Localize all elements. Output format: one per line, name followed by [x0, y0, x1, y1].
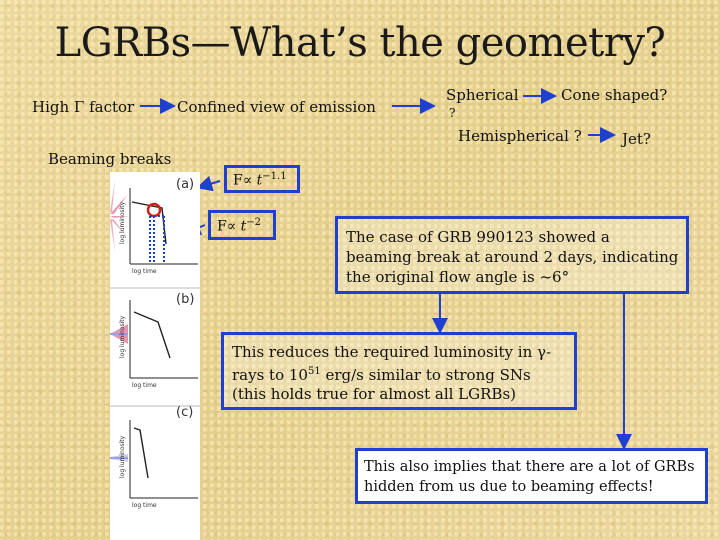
formula-box-post-break: F∝ t−2	[208, 210, 276, 240]
hidden-grbs-box: This also implies that there are a lot o…	[355, 448, 708, 504]
arrow-formula1-to-panel	[200, 181, 220, 187]
grb-case-box: The case of GRB 990123 showed a beaming …	[335, 216, 689, 294]
formula2-exp: −2	[246, 217, 261, 228]
formula-box-pre-break: F∝ t−1.1	[224, 165, 300, 193]
ylabel-a: log luminosity	[119, 201, 126, 244]
ylabel-c: log luminosity	[119, 435, 126, 478]
light-curve-c	[134, 428, 148, 478]
formula1-exp: −1.1	[262, 171, 286, 182]
luminosity-exponent: 51	[308, 366, 321, 377]
luminosity-box: This reduces the required luminosity in …	[221, 332, 577, 410]
light-curve-b	[134, 312, 170, 358]
formula1-prefix: F∝	[233, 173, 257, 189]
panel-label-a: (a)	[176, 177, 194, 192]
panel-label-b: (b)	[176, 292, 194, 307]
light-curve-plots: (a) log luminosity log time (b) log lumi…	[110, 172, 200, 540]
panel-label-c: (c)	[176, 405, 193, 420]
xlabel-a: log time	[132, 268, 157, 275]
hidden-grbs-text: This also implies that there are a lot o…	[364, 459, 695, 495]
xlabel-c: log time	[132, 502, 157, 509]
xlabel-b: log time	[132, 382, 157, 389]
grb-case-text: The case of GRB 990123 showed a beaming …	[346, 228, 678, 286]
formula2-prefix: F∝	[217, 219, 241, 235]
ylabel-b: log luminosity	[119, 315, 126, 358]
